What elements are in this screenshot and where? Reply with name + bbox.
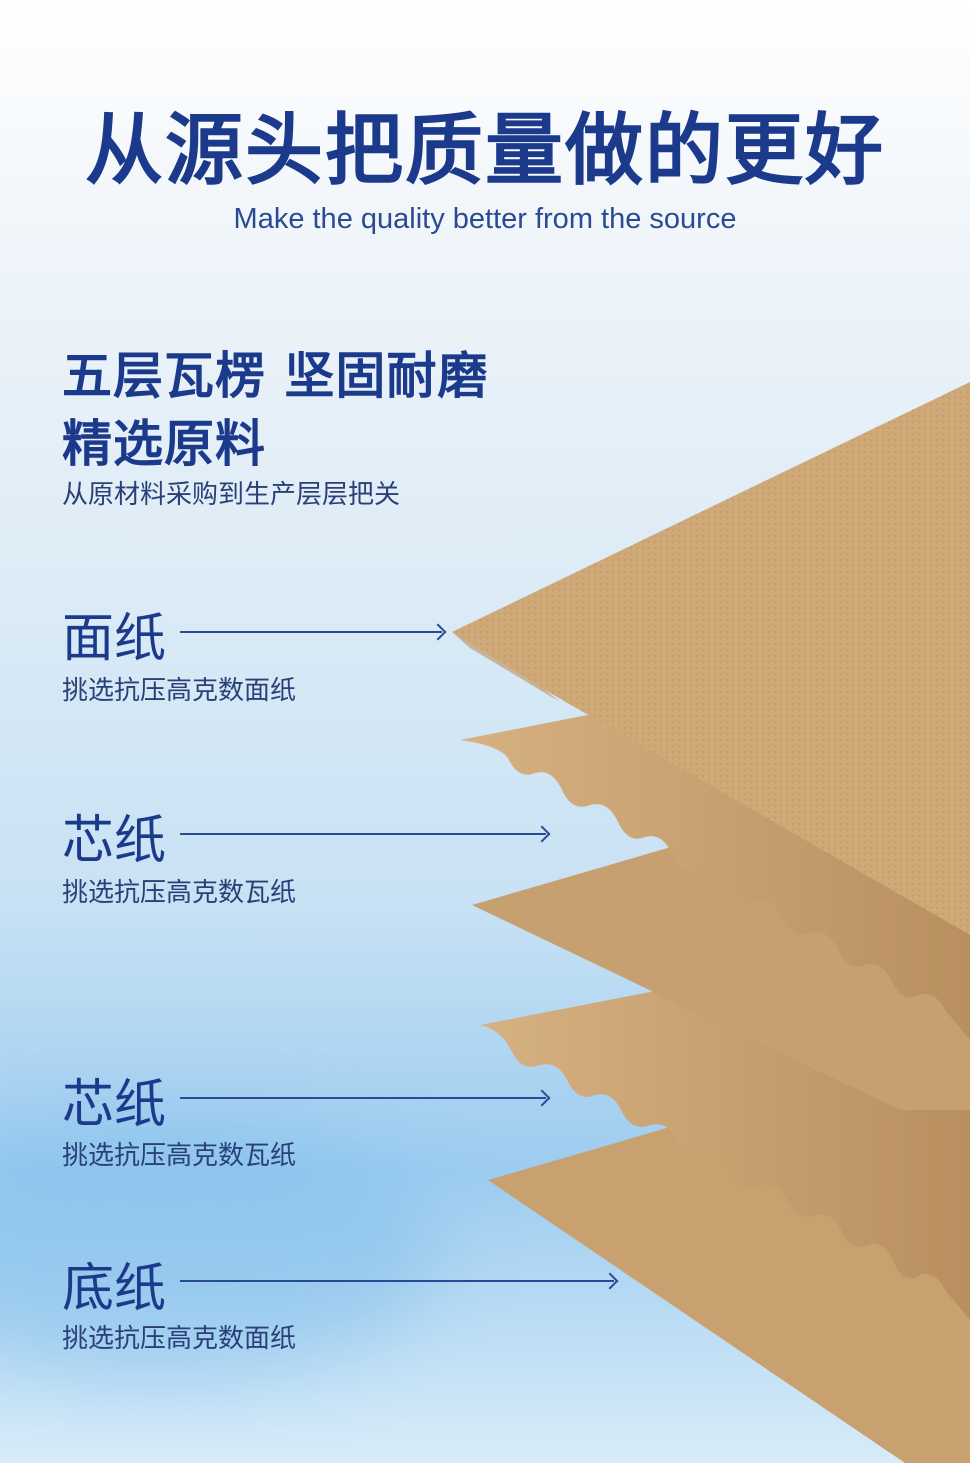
feature-heading: 五层瓦楞 坚固耐磨 [62, 347, 489, 405]
pointer-arrow-top-liner [180, 631, 442, 633]
feature-description: 从原材料采购到生产层层把关 [62, 480, 401, 510]
layer-label-lower-flute: 芯纸 [62, 1075, 167, 1135]
background-glow [0, 1120, 440, 1380]
layer-description-upper-flute: 挑选抗压高克数瓦纸 [62, 878, 297, 908]
pointer-arrow-lower-flute [180, 1097, 546, 1099]
pointer-arrow-upper-flute [180, 833, 546, 835]
layer-description-bottom-liner: 挑选抗压高克数面纸 [62, 1324, 297, 1354]
feature-heading-line2: 精选原料 [62, 415, 266, 473]
layer-label-upper-flute: 芯纸 [62, 811, 167, 871]
layer-description-top-liner: 挑选抗压高克数面纸 [62, 676, 297, 706]
page-subtitle: Make the quality better from the source [233, 203, 737, 235]
pointer-arrow-bottom-liner [180, 1280, 614, 1282]
page-title: 从源头把质量做的更好 [84, 106, 885, 196]
layer-label-top-liner: 面纸 [62, 609, 167, 669]
layer-label-bottom-liner: 底纸 [62, 1259, 167, 1319]
layer-description-lower-flute: 挑选抗压高克数瓦纸 [62, 1141, 297, 1171]
top-liner-sheet [452, 382, 970, 935]
